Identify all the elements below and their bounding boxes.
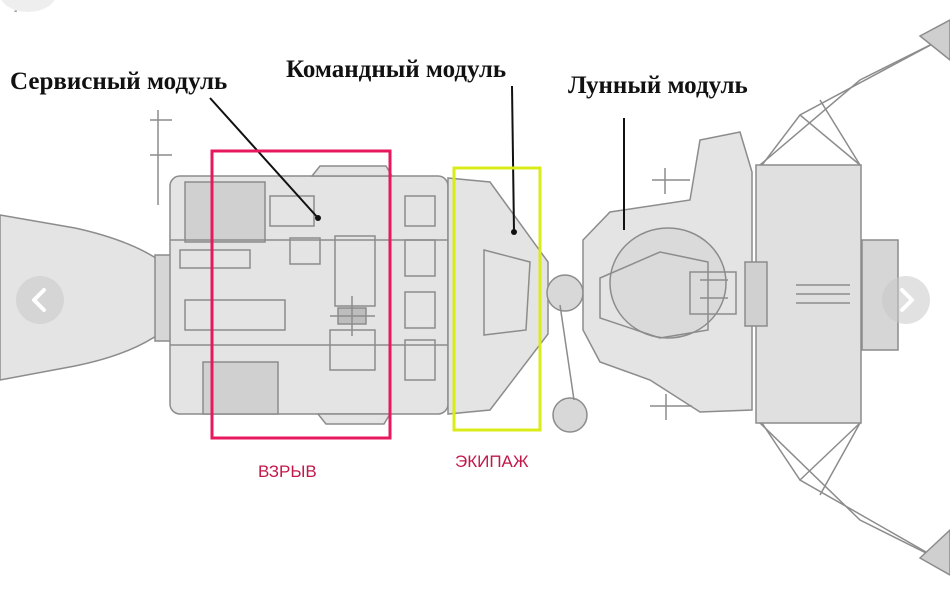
corner-decoration — [0, 0, 56, 12]
chevron-left-icon — [32, 288, 46, 312]
nozzle-throat — [154, 254, 172, 342]
footpad-top — [918, 19, 950, 61]
command-module-cone — [447, 177, 549, 415]
chevron-right-icon — [900, 288, 914, 312]
lunar-module-label: Лунный модуль — [568, 72, 748, 99]
explosion-annotation: ВЗРЫВ — [258, 462, 317, 481]
landing-leg-bottom — [761, 422, 941, 561]
crew-highlight-box — [452, 166, 542, 432]
footpad-bottom — [918, 528, 950, 576]
docking-ring — [546, 274, 584, 312]
explosion-highlight-box — [210, 149, 392, 440]
service-module-leader — [209, 97, 319, 219]
carousel-prev-button[interactable] — [16, 276, 64, 324]
service-module-label: Сервисный модуль — [10, 68, 228, 95]
command-module-label: Командный модуль — [286, 56, 507, 83]
carousel-next-button[interactable] — [882, 276, 930, 324]
command-module-leader — [511, 85, 515, 233]
crew-annotation: ЭКИПАЖ — [455, 452, 529, 471]
landing-leg-top — [761, 39, 941, 166]
corner-mark: - — [14, 6, 18, 17]
